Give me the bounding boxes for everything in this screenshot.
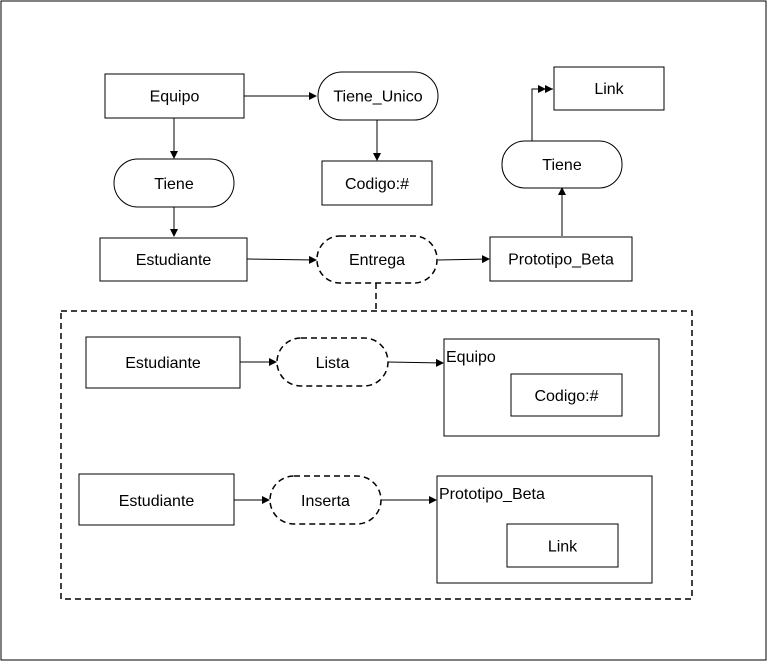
edges-top (170, 85, 566, 311)
node-equipo: Equipo (104, 73, 245, 119)
node-entrega: Entrega (316, 235, 438, 284)
node-estudiante: Estudiante (99, 237, 248, 282)
edges-group-row1 (240, 358, 444, 367)
row2-container-title: Prototipo_Beta (439, 486, 545, 503)
node-tiene-right: Tiene (501, 140, 623, 189)
node-prototipo-beta-label: Prototipo_Beta (508, 252, 614, 269)
edge-row1-lista-equipo (387, 358, 444, 367)
node-prototipo-beta: Prototipo_Beta (489, 236, 633, 282)
row1-estudiante-label: Estudiante (125, 355, 201, 372)
node-equipo-label: Equipo (150, 89, 200, 106)
row2-inner-label: Link (548, 539, 578, 556)
row2-estudiante-label: Estudiante (119, 493, 195, 510)
row1-inner-box (510, 373, 623, 417)
row1-estudiante: Estudiante (85, 336, 241, 389)
row2-container-prototipo: Prototipo_Beta Link (436, 475, 653, 584)
row1-relation-lista: Lista (276, 337, 389, 387)
node-tiene-unico-label: Tiene_Unico (333, 89, 422, 106)
node-tiene-unico: Tiene_Unico (317, 71, 439, 121)
node-tiene-left-label: Tiene (154, 176, 194, 193)
node-entrega-label: Entrega (349, 252, 405, 269)
group-frame (60, 310, 693, 600)
row2-estudiante: Estudiante (78, 473, 235, 526)
node-link-label: Link (594, 81, 624, 98)
row1-relation-label: Lista (316, 355, 350, 372)
node-tiene-left: Tiene (113, 158, 235, 208)
node-codigo: Codigo:# (321, 160, 433, 206)
node-link: Link (553, 66, 665, 111)
node-codigo-label: Codigo:# (345, 176, 409, 193)
row1-inner-label: Codigo:# (534, 388, 598, 405)
node-tiene-right-label: Tiene (542, 157, 582, 174)
row2-inner-box (506, 523, 619, 568)
row2-relation-inserta: Inserta (269, 475, 382, 525)
row2-relation-label: Inserta (301, 493, 350, 510)
edge-estudiante-entrega (246, 255, 317, 264)
row1-container-equipo: Equipo Codigo:# (443, 338, 660, 437)
edge-entrega-prototipo (437, 255, 490, 264)
node-estudiante-label: Estudiante (136, 252, 212, 269)
edge-tiene-link (531, 85, 553, 141)
row1-container-title: Equipo (446, 349, 496, 366)
